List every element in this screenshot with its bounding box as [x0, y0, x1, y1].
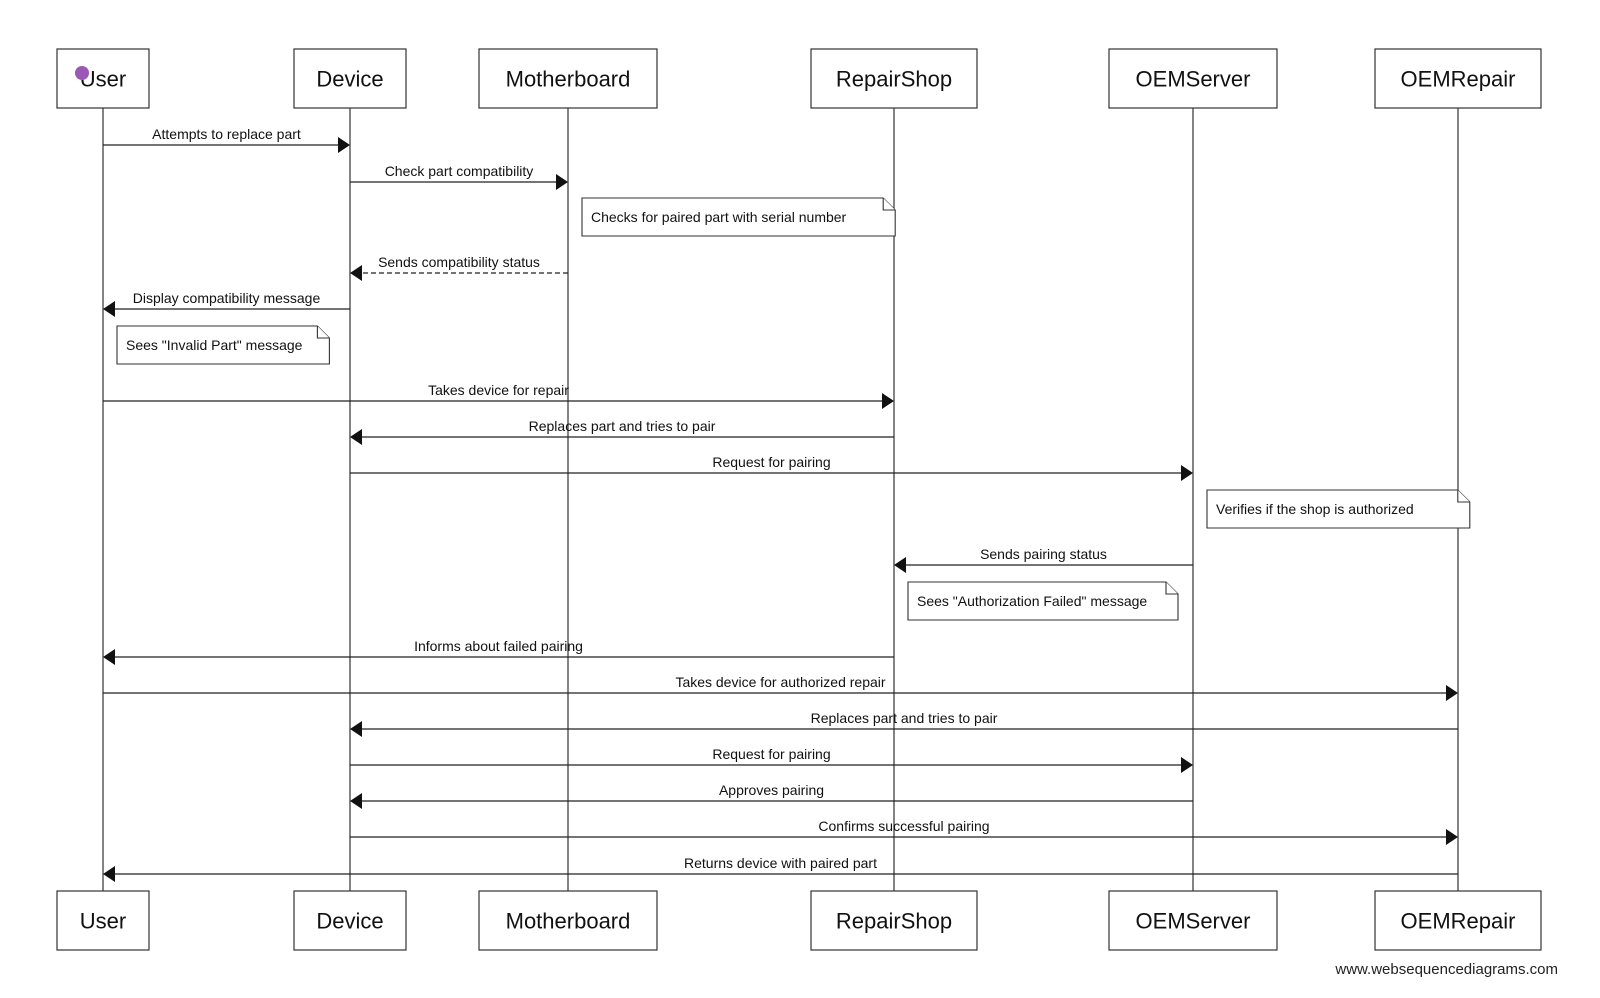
actor-repairshop-top: RepairShop — [810, 48, 978, 109]
note-box — [581, 197, 896, 237]
actor-oemrepair-bottom: OEMRepair — [1374, 890, 1542, 951]
arrowhead-icon — [894, 557, 906, 573]
message-label: Sends compatibility status — [378, 254, 540, 270]
note-fold — [1165, 582, 1178, 595]
arrowhead-icon — [350, 265, 362, 281]
message-label: Confirms successful pairing — [818, 818, 989, 834]
actor-box — [478, 48, 658, 109]
message-arrow: Confirms successful pairing — [350, 818, 1458, 845]
arrowhead-icon — [1181, 757, 1193, 773]
message-arrow: Takes device for repair — [103, 382, 894, 409]
cursor-dot-icon — [75, 66, 89, 80]
actor-box — [293, 48, 407, 109]
actor-box — [293, 890, 407, 951]
actor-user-bottom: User — [56, 890, 150, 951]
actor-device-top: Device — [293, 48, 407, 109]
actor-box — [1374, 48, 1542, 109]
message-label: Approves pairing — [719, 782, 824, 798]
actor-label: OEMServer — [1136, 67, 1251, 92]
note-box — [907, 581, 1179, 621]
actor-label: RepairShop — [836, 67, 952, 92]
actor-box — [56, 890, 150, 951]
message-label: Returns device with paired part — [684, 855, 877, 871]
arrowhead-icon — [1446, 829, 1458, 845]
actor-label: Device — [316, 909, 383, 934]
note-fold — [316, 326, 330, 339]
actor-oemrepair-top: OEMRepair — [1374, 48, 1542, 109]
arrowhead-icon — [103, 301, 115, 317]
actor-repairshop-bottom: RepairShop — [810, 890, 978, 951]
actor-box — [56, 48, 150, 109]
arrowhead-icon — [103, 649, 115, 665]
actor-motherboard-bottom: Motherboard — [478, 890, 658, 951]
note-label: Checks for paired part with serial numbe… — [591, 209, 847, 225]
arrowhead-icon — [350, 721, 362, 737]
arrowhead-icon — [1181, 465, 1193, 481]
actor-label: Motherboard — [506, 909, 631, 934]
arrowhead-icon — [103, 866, 115, 882]
actor-box — [1374, 890, 1542, 951]
actor-label: Motherboard — [506, 67, 631, 92]
note: Sees "Invalid Part" message — [116, 325, 330, 365]
note: Checks for paired part with serial numbe… — [581, 197, 896, 237]
actor-oemserver-bottom: OEMServer — [1108, 890, 1278, 951]
message-arrow: Attempts to replace part — [103, 126, 350, 153]
message-arrow: Sends pairing status — [894, 546, 1193, 573]
message-label: Request for pairing — [712, 454, 830, 470]
message-arrow: Display compatibility message — [103, 290, 350, 317]
message-label: Informs about failed pairing — [414, 638, 583, 654]
actor-label: OEMRepair — [1401, 909, 1516, 934]
message-label: Replaces part and tries to pair — [811, 710, 998, 726]
note-label: Verifies if the shop is authorized — [1216, 501, 1414, 517]
actor-oemserver-top: OEMServer — [1108, 48, 1278, 109]
actor-box — [810, 890, 978, 951]
note-box — [1206, 489, 1471, 529]
arrowhead-icon — [882, 393, 894, 409]
actor-label: Device — [316, 67, 383, 92]
note-fold — [882, 198, 896, 211]
message-label: Replaces part and tries to pair — [529, 418, 716, 434]
note: Verifies if the shop is authorized — [1206, 489, 1471, 529]
message-arrow: Replaces part and tries to pair — [350, 418, 894, 445]
message-arrow: Takes device for authorized repair — [103, 674, 1458, 701]
arrowhead-icon — [338, 137, 350, 153]
actor-box — [1108, 890, 1278, 951]
message-arrow: Approves pairing — [350, 782, 1193, 809]
note: Sees "Authorization Failed" message — [907, 581, 1179, 621]
note-fold — [1457, 490, 1470, 503]
actor-user-top: User — [56, 48, 150, 109]
actor-label: OEMServer — [1136, 909, 1251, 934]
actor-label: User — [80, 909, 126, 934]
message-label: Takes device for authorized repair — [675, 674, 885, 690]
actor-box — [478, 890, 658, 951]
arrowhead-icon — [350, 793, 362, 809]
note-label: Sees "Authorization Failed" message — [917, 593, 1147, 609]
message-arrow: Sends compatibility status — [350, 254, 568, 281]
actor-box — [810, 48, 978, 109]
arrowhead-icon — [1446, 685, 1458, 701]
message-arrow: Replaces part and tries to pair — [350, 710, 1458, 737]
watermark: www.websequencediagrams.com — [1335, 961, 1558, 978]
message-label: Sends pairing status — [980, 546, 1107, 562]
message-arrow: Request for pairing — [350, 454, 1193, 481]
arrowhead-icon — [350, 429, 362, 445]
actor-device-bottom: Device — [293, 890, 407, 951]
message-arrow: Informs about failed pairing — [103, 638, 894, 665]
note-box — [116, 325, 330, 365]
message-arrow: Returns device with paired part — [103, 855, 1458, 882]
message-label: Attempts to replace part — [152, 126, 301, 142]
actor-motherboard-top: Motherboard — [478, 48, 658, 109]
actor-box — [1108, 48, 1278, 109]
actor-label: RepairShop — [836, 909, 952, 934]
message-label: Check part compatibility — [385, 163, 534, 179]
message-arrow: Request for pairing — [350, 746, 1193, 773]
message-label: Request for pairing — [712, 746, 830, 762]
message-label: Display compatibility message — [133, 290, 321, 306]
actor-label: OEMRepair — [1401, 67, 1516, 92]
note-label: Sees "Invalid Part" message — [126, 337, 303, 353]
message-label: Takes device for repair — [428, 382, 569, 398]
arrowhead-icon — [556, 174, 568, 190]
message-arrow: Check part compatibility — [350, 163, 568, 190]
